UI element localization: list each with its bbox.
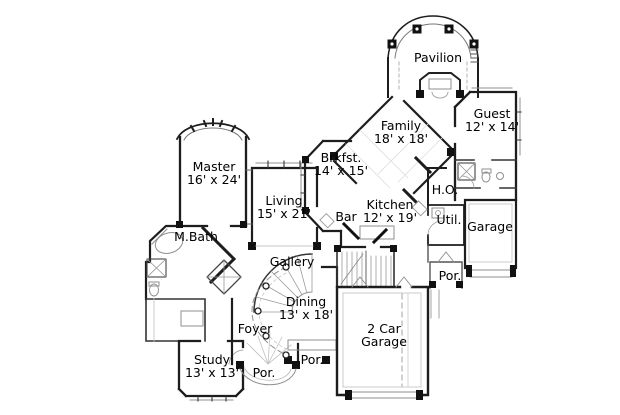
toilet-icon xyxy=(148,281,160,297)
right-porch xyxy=(427,244,463,319)
room-label-utility: Util. xyxy=(436,212,462,227)
guest-suite-walls xyxy=(453,90,518,202)
closet-icon xyxy=(146,258,167,278)
breakfast-nook-walls xyxy=(303,139,353,233)
foyer-walls xyxy=(230,297,300,366)
family-floor-hatch xyxy=(345,123,443,189)
right-garage-door xyxy=(466,265,516,278)
room-label-home-office: H.O. xyxy=(431,182,459,197)
room-label-bar: Bar xyxy=(335,209,357,224)
shower-icon xyxy=(206,259,242,295)
study-bay-window xyxy=(189,349,244,402)
bathtub-icon xyxy=(151,228,184,254)
gallery-columns xyxy=(248,242,321,250)
two-car-garage-walls xyxy=(335,276,430,397)
room-label-gallery: Gallery xyxy=(269,254,315,269)
pavilion-columns xyxy=(387,24,479,49)
room-label-master-bath: M.Bath xyxy=(174,229,218,244)
side-porch xyxy=(284,339,337,364)
main-staircase xyxy=(334,245,397,288)
guest-window xyxy=(471,87,522,156)
curved-staircase xyxy=(253,253,313,313)
room-label-foyer: Foyer xyxy=(237,321,273,336)
fireplace-icon xyxy=(416,72,464,99)
foyer-fanlight xyxy=(246,332,292,365)
wall-junction-posts xyxy=(176,156,309,228)
front-porch xyxy=(236,361,300,386)
study-walls xyxy=(177,339,245,398)
wardrobe-closets xyxy=(145,298,206,342)
guest-bath xyxy=(454,159,517,189)
room-label-pavilion: Pavilion xyxy=(413,50,463,65)
room-label-porch-right: Por. xyxy=(438,268,462,283)
room-label-garage-right: Garage xyxy=(467,219,513,234)
room-label-brkfst: Brkfst.14' x 15' xyxy=(313,150,369,178)
master-bath-walls xyxy=(144,224,237,301)
room-label-porch-side: Por. xyxy=(300,352,324,367)
home-office-walls xyxy=(401,155,447,206)
family-room-walls xyxy=(330,95,455,195)
right-garage-walls xyxy=(463,198,518,270)
two-car-garage-door xyxy=(345,390,423,400)
master-bay-window xyxy=(175,118,251,141)
breakfast-window xyxy=(300,163,335,229)
pavilion-walls xyxy=(387,15,479,98)
room-label-porch-front: Por. xyxy=(252,365,276,380)
